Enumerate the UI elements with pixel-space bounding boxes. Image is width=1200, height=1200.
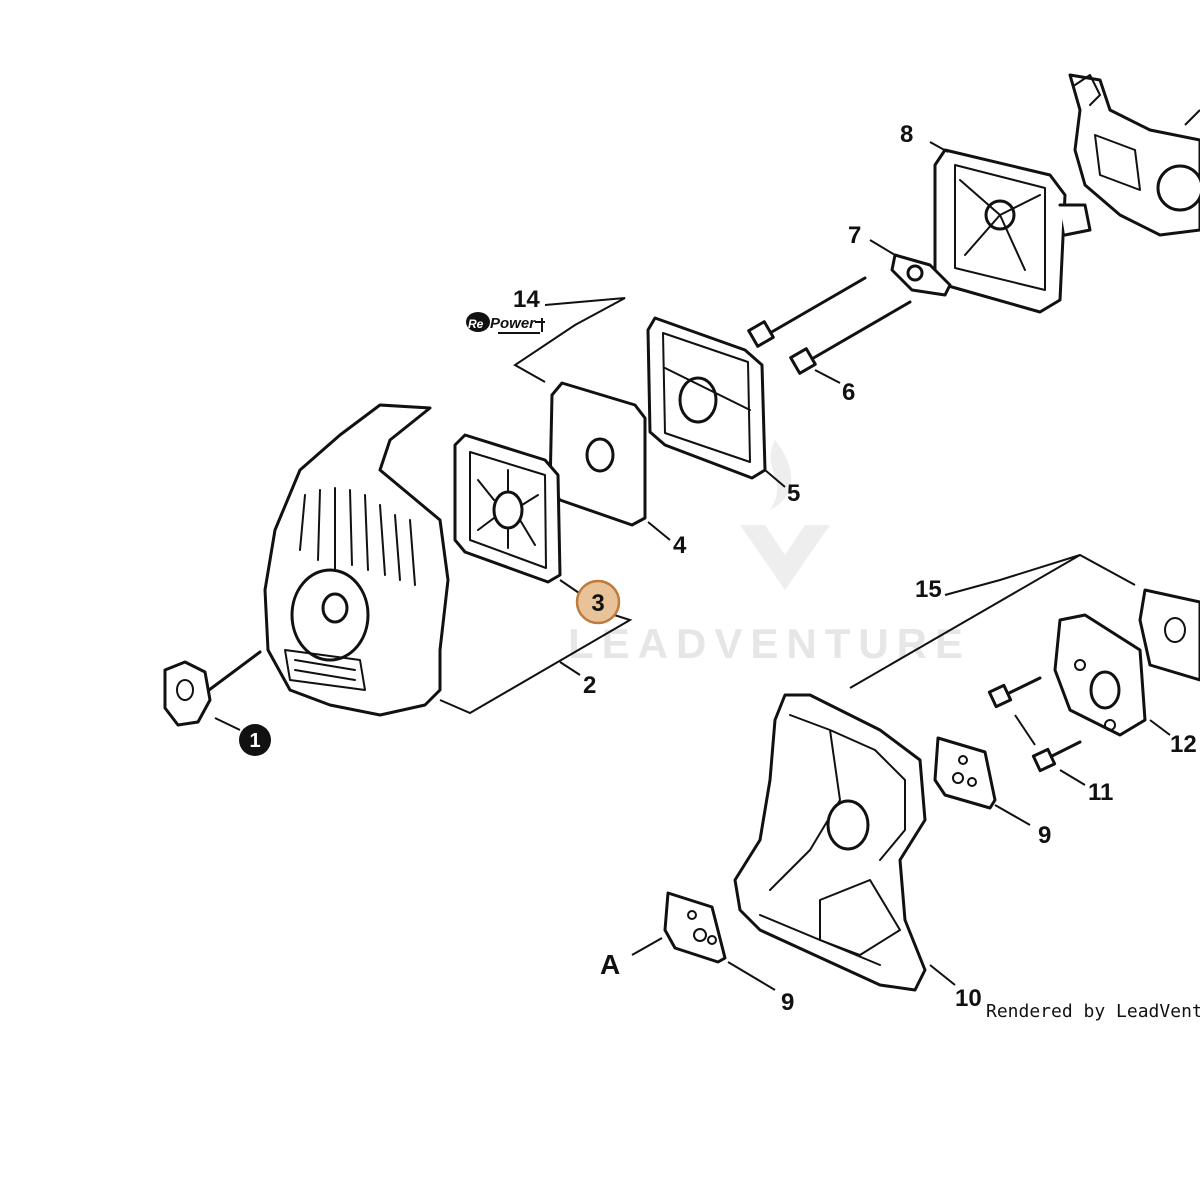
repower-logo: Re Power	[466, 312, 536, 332]
screws-part-6[interactable]	[747, 276, 912, 375]
knob-part-1[interactable]	[163, 650, 262, 727]
callout-9-left: 9	[781, 989, 794, 1016]
callout-7: 7	[848, 222, 861, 249]
filter-cover-part-2[interactable]	[263, 403, 450, 717]
callout-9-right: 9	[1038, 822, 1051, 849]
callout-1-badge[interactable]: 1	[239, 724, 271, 756]
carburetor-part[interactable]	[1068, 73, 1200, 237]
callout-10: 10	[955, 985, 982, 1012]
gasket-part-9-right[interactable]	[933, 736, 997, 810]
filter-element-part-3[interactable]	[453, 433, 562, 584]
callout-11: 11	[1088, 779, 1113, 806]
svg-text:Re: Re	[468, 317, 484, 331]
filter-frame-part-5[interactable]	[646, 316, 767, 480]
callout-15: 15	[915, 576, 942, 603]
gasket-part-12-right[interactable]	[1138, 588, 1200, 682]
callout-1: 1	[249, 730, 260, 752]
leadventure-watermark: LEADVENTURE	[568, 440, 971, 667]
screws-part-11[interactable]	[987, 676, 1082, 773]
callout-3-highlight[interactable]: 3	[575, 579, 621, 625]
callout-12: 12	[1170, 731, 1197, 758]
callout-3: 3	[591, 590, 604, 617]
callout-6: 6	[842, 379, 855, 406]
gasket-part-9-left[interactable]	[663, 891, 727, 964]
filter-pad-part-4[interactable]	[548, 381, 647, 527]
base-plate-part-8[interactable]	[933, 148, 1092, 314]
render-credit: Rendered by LeadVenture,	[986, 1001, 1200, 1022]
callout-a: A	[600, 949, 620, 980]
leader-lines	[214, 141, 1171, 991]
callout-14: 14	[513, 286, 540, 313]
callout-5: 5	[787, 480, 800, 507]
callout-4: 4	[673, 532, 687, 559]
housing-part-10[interactable]	[733, 693, 927, 992]
callout-8: 8	[900, 121, 913, 148]
callout-2: 2	[583, 672, 596, 699]
bracket-part-7[interactable]	[890, 253, 952, 297]
watermark-text: LEADVENTURE	[568, 620, 971, 667]
intake-part-12[interactable]	[1053, 613, 1147, 737]
repower-text: Power	[490, 315, 536, 332]
